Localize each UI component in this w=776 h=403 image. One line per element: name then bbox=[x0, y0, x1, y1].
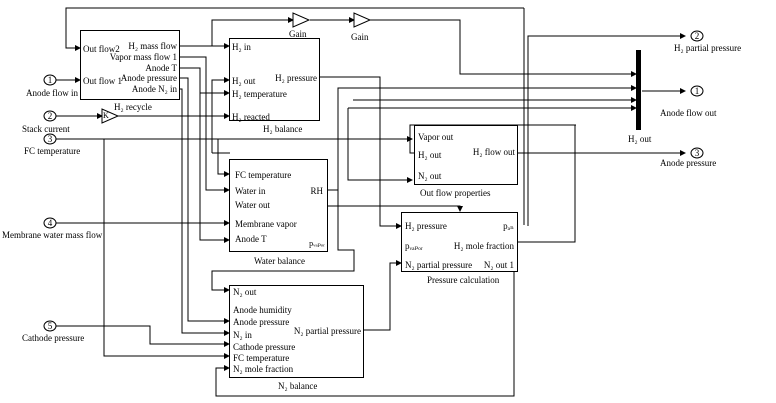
water-balance-name: Water balance bbox=[254, 256, 305, 266]
outport-1-label: Anode flow out bbox=[660, 108, 717, 118]
k-gain-label: K bbox=[103, 111, 109, 120]
recycle-in-outflow1: Out flow 1 bbox=[83, 76, 122, 86]
water-in-waterout: Water out bbox=[235, 200, 271, 210]
pcalc-out-h2mole: H₂ mole fraction bbox=[453, 241, 514, 251]
n2-balance-block[interactable]: N₂ out Anode humidity Anode pressure N₂ … bbox=[229, 285, 364, 378]
h2-balance-name: H₂ balance bbox=[263, 124, 303, 134]
inport-2-number: 2 bbox=[47, 111, 53, 121]
outport-2-label: H₂ partial pressure bbox=[674, 43, 742, 53]
out-flow-properties-block[interactable]: Vapor out H₂ out N₂ out H₂ flow out bbox=[414, 125, 518, 185]
water-out-rh: RH bbox=[310, 186, 323, 196]
n2bal-in-n2out: N₂ out bbox=[233, 287, 257, 297]
outport-2-number: 2 bbox=[694, 31, 700, 41]
h2bal-out-pressure: H₂ pressure bbox=[275, 73, 317, 83]
water-in-anodet: Anode T bbox=[235, 234, 267, 244]
inport-5-number: 5 bbox=[47, 321, 53, 331]
outport-1-number: 1 bbox=[694, 86, 700, 96]
gain-1-label: Gain bbox=[289, 29, 307, 39]
n2bal-in-humidity: Anode humidity bbox=[233, 305, 292, 315]
n2-balance-name: N₂ balance bbox=[278, 381, 318, 391]
h2bal-in-h2in: H₂ in bbox=[232, 42, 251, 52]
water-in-fctemp: FC temperature bbox=[235, 170, 292, 180]
n2bal-in-fctemp: FC temperature bbox=[233, 353, 290, 363]
recycle-in-outflow2: Out flow2 bbox=[83, 44, 120, 54]
h2-balance-block[interactable]: H₂ in H₂ out H₂ temperature H₂ reacted H… bbox=[229, 38, 320, 122]
outport-3-number: 3 bbox=[694, 148, 700, 158]
water-in-membrane: Membrane vapor bbox=[235, 219, 297, 229]
inport-3-label: FC temperature bbox=[24, 146, 81, 156]
recycle-out-vapor: Vapor mass flow 1 bbox=[109, 52, 177, 62]
h2bal-in-reacted: H₂ reacted bbox=[232, 112, 270, 122]
gain-2-label: Gain bbox=[351, 32, 369, 42]
inport-4-number: 4 bbox=[47, 218, 53, 228]
n2bal-out-partial: N₂ partial pressure bbox=[293, 326, 361, 336]
outflow-in-h2: H₂ out bbox=[418, 150, 442, 160]
n2bal-in-n2in: N₂ in bbox=[233, 330, 252, 340]
n2bal-in-cathode: Cathode pressure bbox=[233, 342, 296, 352]
pressure-calc-name: Pressure calculation bbox=[427, 275, 500, 285]
water-balance-block[interactable]: FC temperature Water in Water out Membra… bbox=[229, 159, 328, 252]
mux-label: H₂ out bbox=[628, 134, 652, 144]
inport-5-label: Cathode pressure bbox=[22, 333, 85, 343]
outport-3-label: Anode pressure bbox=[660, 158, 717, 168]
pcalc-out-pan: pₐₙ bbox=[503, 221, 514, 231]
pcalc-in-h2pressure: H₂ pressure bbox=[405, 221, 447, 231]
n2bal-in-anodepressure: Anode pressure bbox=[233, 317, 290, 327]
h2-recycle-block[interactable]: Out flow2 Out flow 1 H₂ mass flow Vapor … bbox=[80, 30, 180, 100]
inport-1-number: 1 bbox=[47, 75, 53, 85]
inport-2-label: Stack current bbox=[22, 124, 70, 134]
recycle-out-anode-n2: Anode N₂ in bbox=[131, 84, 177, 94]
outflow-out-h2flow: H₂ flow out bbox=[472, 147, 515, 157]
h2bal-in-h2out: H₂ out bbox=[232, 76, 256, 86]
outflow-in-n2: N₂ out bbox=[418, 171, 442, 181]
h2-recycle-name: H₂ recycle bbox=[114, 102, 152, 112]
inport-1-label: Anode flow in bbox=[26, 88, 78, 98]
inport-3-number: 3 bbox=[47, 134, 53, 144]
h2bal-in-temp: H₂ temperature bbox=[232, 89, 287, 99]
recycle-out-h2-mass-flow: H₂ mass flow bbox=[128, 41, 177, 51]
out-flow-name: Out flow properties bbox=[420, 188, 491, 198]
pcalc-in-n2partial: N₂ partial pressure bbox=[405, 260, 473, 270]
n2bal-in-molefraction: N₂ mole fraction bbox=[233, 364, 294, 374]
outflow-in-vapor: Vapor out bbox=[418, 132, 454, 142]
pcalc-out-n2out1: N₂ out 1 bbox=[483, 260, 514, 270]
recycle-out-anode-t: Anode T bbox=[145, 63, 177, 73]
recycle-out-anode-pressure: Anode pressure bbox=[120, 73, 177, 83]
water-out-pvapor: pᵥₐₚₒᵣ bbox=[309, 239, 325, 248]
inport-4-label: Membrane water mass flow bbox=[2, 230, 103, 240]
pressure-calc-block[interactable]: H₂ pressure pᵥₐₚₒᵣ N₂ partial pressure p… bbox=[401, 212, 518, 272]
pcalc-in-pvapor: pᵥₐₚₒᵣ bbox=[405, 241, 423, 251]
water-in-water: Water in bbox=[235, 186, 266, 196]
